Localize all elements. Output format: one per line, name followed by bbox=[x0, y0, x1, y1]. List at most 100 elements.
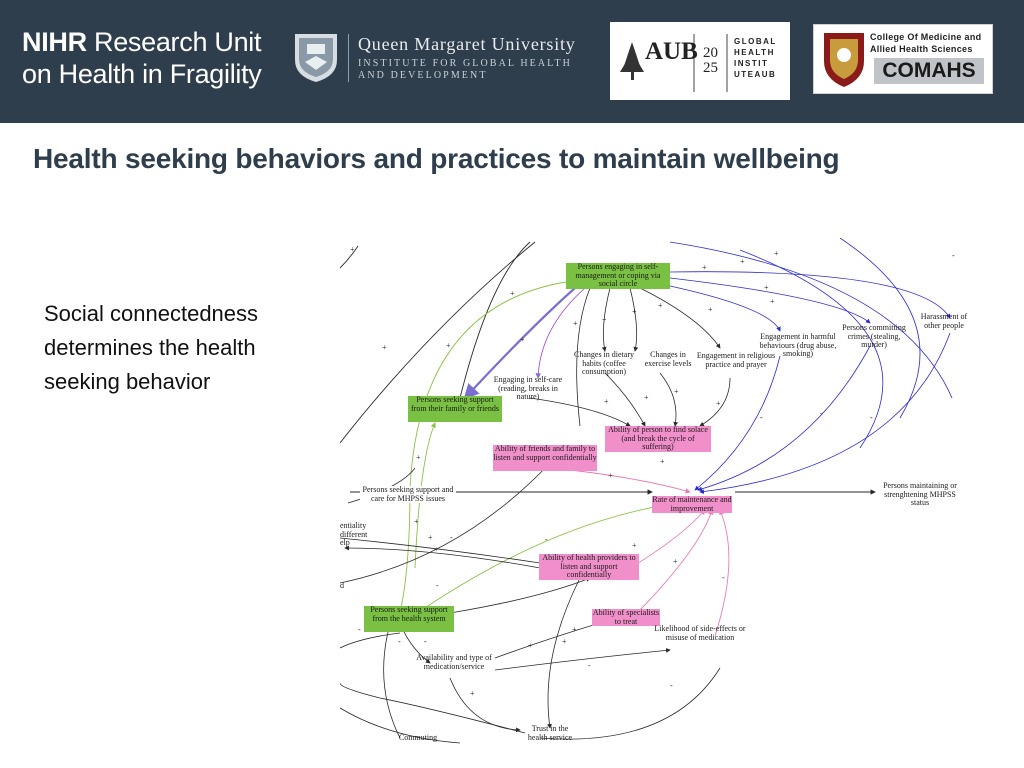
link-edge bbox=[539, 667, 721, 740]
link-edge bbox=[669, 285, 781, 332]
polarity-plus: + bbox=[434, 545, 439, 554]
link-edge bbox=[669, 241, 953, 399]
link-edge bbox=[344, 545, 541, 569]
qmu-crest-icon bbox=[295, 34, 337, 82]
link-edge bbox=[414, 422, 436, 569]
comahs-line2: Allied Health Sciences bbox=[870, 44, 973, 54]
link-edge bbox=[714, 509, 730, 637]
nihr-bold: NIHR bbox=[22, 27, 87, 57]
qmu-institute: INSTITUTE FOR GLOBAL HEALTH AND DEVELOPM… bbox=[358, 58, 573, 81]
polarity-plus: + bbox=[632, 541, 637, 550]
aub-inst-4: UTEAUB bbox=[734, 70, 777, 79]
polarity-minus: - bbox=[760, 413, 763, 422]
link-edge bbox=[659, 372, 679, 427]
polarity-plus: + bbox=[520, 335, 525, 344]
polarity-plus: + bbox=[658, 301, 663, 310]
polarity-plus: + bbox=[716, 399, 721, 408]
node-harmful: Engagement in harmful behaviours (drug a… bbox=[759, 332, 837, 359]
node-religious: Engagement in religious practice and pra… bbox=[696, 351, 776, 369]
polarity-minus: - bbox=[545, 535, 548, 544]
polarity-minus: - bbox=[450, 533, 453, 542]
polarity-plus: + bbox=[764, 283, 769, 292]
link-edge bbox=[569, 469, 691, 494]
polarity-plus: + bbox=[674, 387, 679, 396]
aub-institute: GLOBAL HEALTH INSTIT UTEAUB bbox=[734, 36, 777, 80]
link-edge bbox=[604, 372, 646, 427]
nihr-line2: on Health in Fragility bbox=[22, 59, 262, 89]
link-edge bbox=[463, 287, 576, 400]
polarity-plus: + bbox=[702, 263, 707, 272]
polarity-minus: - bbox=[588, 661, 591, 670]
polarity-plus: + bbox=[510, 289, 515, 298]
aub-cedar-icon bbox=[620, 34, 728, 92]
link-edge bbox=[601, 287, 611, 352]
polarity-minus: - bbox=[498, 599, 501, 608]
polarity-plus: + bbox=[673, 557, 678, 566]
polarity-plus: + bbox=[573, 319, 578, 328]
link-edge bbox=[547, 577, 581, 729]
link-edge bbox=[459, 241, 531, 399]
polarity-plus: + bbox=[428, 533, 433, 542]
aub-text: AUB bbox=[645, 38, 698, 65]
polarity-plus: + bbox=[414, 517, 419, 526]
polarity-plus: + bbox=[562, 637, 567, 646]
polarity-plus: + bbox=[644, 393, 649, 402]
node-side-effects: Likelihood of side-effects or misuse of … bbox=[654, 624, 746, 642]
link-edge bbox=[494, 648, 671, 671]
polarity-plus: + bbox=[774, 249, 779, 258]
link-edge bbox=[340, 245, 359, 269]
node-trust: Trust in the health service bbox=[527, 724, 573, 742]
node-seeking-mhpss: Persons seeking support and care for MHP… bbox=[360, 485, 456, 504]
polarity-plus: + bbox=[770, 297, 775, 306]
node-maintaining-mhpss: Persons maintaining or strenghtening MHP… bbox=[883, 481, 957, 508]
aub-inst-1: GLOBAL bbox=[734, 37, 777, 46]
link-edge bbox=[340, 707, 461, 744]
polarity-plus: + bbox=[604, 397, 609, 406]
node-ability-providers: Ability of health providers to listen an… bbox=[539, 553, 639, 580]
node-commuting: Commuting bbox=[398, 733, 438, 742]
polarity-plus: + bbox=[708, 305, 713, 314]
link-edge bbox=[639, 509, 714, 611]
comahs-line1: College Of Medicine and bbox=[870, 32, 982, 42]
link-edge bbox=[629, 509, 706, 569]
link-edge bbox=[399, 279, 581, 614]
node-d-cut: d bbox=[340, 581, 344, 590]
polarity-minus: - bbox=[424, 637, 427, 646]
aub-year-top: 20 bbox=[703, 45, 718, 61]
link-edge bbox=[494, 621, 601, 659]
node-changes-diet: Changes in dietary habits (coffee consum… bbox=[574, 350, 634, 377]
polarity-minus: - bbox=[436, 581, 439, 590]
link-edge bbox=[694, 355, 781, 491]
polarity-minus: - bbox=[722, 573, 725, 582]
polarity-plus: + bbox=[528, 641, 533, 650]
polarity-minus: - bbox=[670, 681, 673, 690]
polarity-minus: - bbox=[870, 413, 873, 422]
polarity-plus: + bbox=[608, 471, 613, 480]
node-rate-maintenance: Rate of maintenance and improvement bbox=[652, 495, 732, 513]
polarity-plus: + bbox=[632, 307, 637, 316]
qmu-divider bbox=[348, 34, 349, 82]
node-ability-friends: Ability of friends and family to listen … bbox=[493, 444, 597, 471]
link-edge bbox=[340, 241, 536, 444]
causal-loop-diagram: + + + + + + + + + + + + + + + - + + + + … bbox=[340, 238, 980, 748]
link-edge bbox=[839, 238, 921, 419]
aub-year: 20 25 bbox=[703, 46, 718, 76]
link-edge bbox=[669, 271, 951, 319]
polarity-minus: - bbox=[952, 251, 955, 260]
polarity-plus: + bbox=[446, 341, 451, 350]
node-availability: Availability and type of medication/serv… bbox=[416, 653, 492, 671]
node-confidentiality-cut: entiality different elp bbox=[340, 521, 368, 548]
polarity-plus: + bbox=[660, 457, 665, 466]
polarity-plus: + bbox=[350, 245, 355, 254]
link-edge bbox=[340, 537, 541, 564]
diagram-links: + + + + + + + + + + + + + + + - + + + + … bbox=[340, 238, 955, 744]
link-edge bbox=[409, 505, 661, 619]
side-text: Social connectedness determines the heal… bbox=[44, 301, 259, 394]
link-edge bbox=[629, 287, 639, 352]
aub-year-bottom: 25 bbox=[703, 60, 718, 76]
link-edge bbox=[449, 677, 521, 733]
polarity-minus: - bbox=[398, 637, 401, 646]
polarity-plus: + bbox=[602, 315, 607, 324]
link-edge bbox=[340, 682, 526, 734]
polarity-plus: + bbox=[572, 625, 577, 634]
